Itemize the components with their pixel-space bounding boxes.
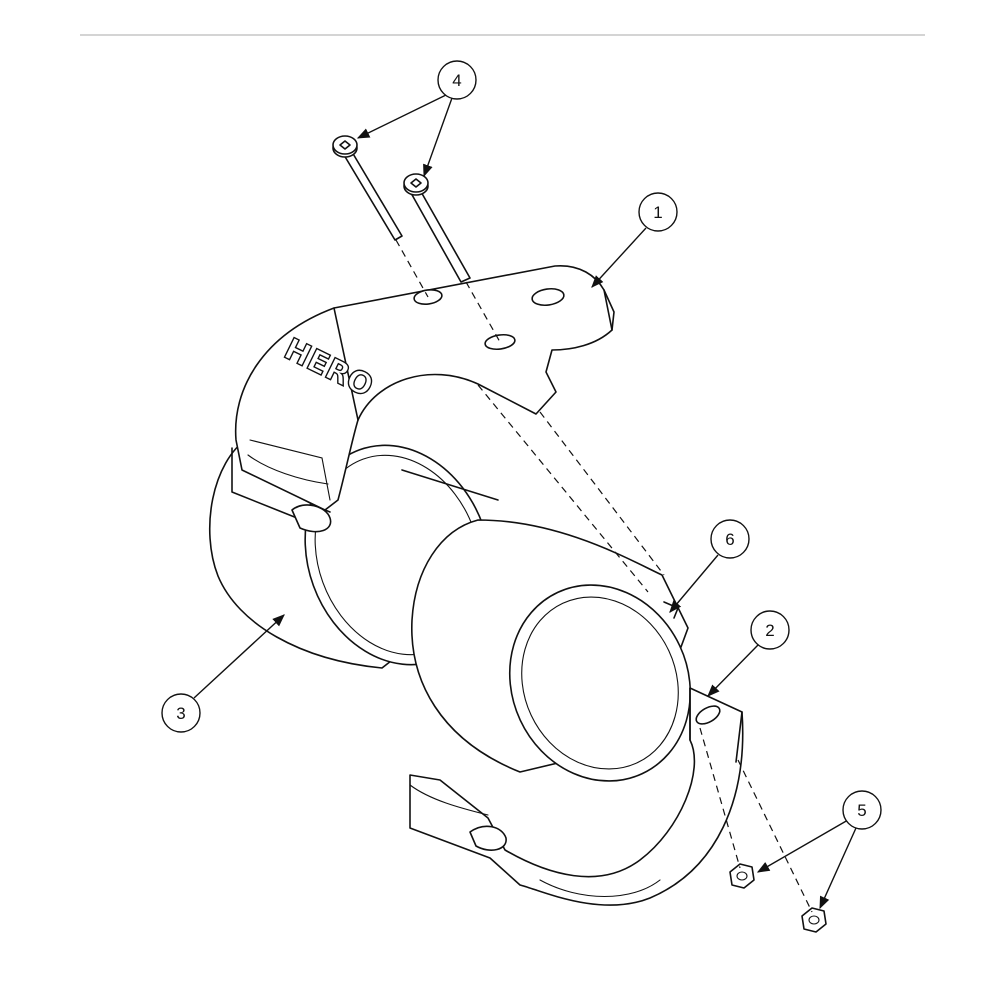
balloon-1: 1 <box>638 192 678 232</box>
balloon-6: 6 <box>710 519 750 559</box>
hex-nut-left <box>729 863 755 889</box>
top-clamp: HERO <box>234 265 615 511</box>
balloon-5: 5 <box>842 790 882 830</box>
balloon-4-label: 4 <box>452 71 461 90</box>
balloon-5-label: 5 <box>857 801 866 820</box>
balloon-3-label: 3 <box>176 704 185 723</box>
balloon-leaders <box>193 94 857 910</box>
balloon-2: 2 <box>750 610 790 650</box>
cap-screw-left <box>332 135 403 241</box>
balloon-1-label: 1 <box>653 203 662 222</box>
lower-clamp-half <box>409 687 744 906</box>
upper-clamp-body <box>208 437 499 669</box>
balloon-2-label: 2 <box>765 621 774 640</box>
cap-screw-right <box>403 173 471 283</box>
balloon-6-label: 6 <box>725 530 734 549</box>
split-sleeve <box>411 519 692 782</box>
assembly-centerlines <box>395 239 813 913</box>
balloon-3: 3 <box>161 693 201 733</box>
hex-nut-right <box>801 907 827 933</box>
balloon-4: 4 <box>437 60 477 100</box>
